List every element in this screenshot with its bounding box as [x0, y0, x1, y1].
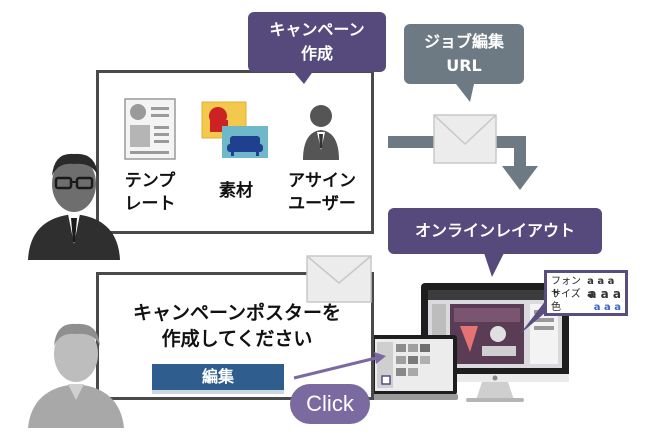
- campaign-callout: キャンペーン 作成: [248, 12, 386, 72]
- template-label-line1: テンプ: [124, 171, 176, 191]
- color-row-label: 色: [551, 302, 561, 313]
- request-message-line2: 作成してください: [161, 328, 313, 350]
- requester-avatar: [28, 323, 124, 428]
- size-row: サイズ a a a: [551, 288, 621, 301]
- job-edit-url-callout: ジョブ編集 URL: [404, 24, 524, 84]
- assets-icon: [201, 101, 268, 158]
- user-icon: [303, 105, 339, 160]
- envelope-icon-bottom: [306, 255, 372, 303]
- size-row-sample[interactable]: a a a: [588, 287, 621, 301]
- monitor-icon: [421, 283, 569, 402]
- assign-user-label: アサイン ユーザー: [280, 170, 364, 216]
- color-row-sample[interactable]: a a a: [593, 302, 621, 313]
- click-arrow: [293, 352, 386, 380]
- assign-user-label-line1: アサイン: [288, 171, 356, 191]
- template-label-line2: レート: [124, 194, 176, 214]
- font-row-label: フォント: [551, 276, 581, 300]
- template-icon: [124, 98, 176, 160]
- edit-button[interactable]: 編集: [152, 364, 284, 394]
- laptop-icon: [370, 335, 458, 400]
- color-row: 色 a a a: [551, 301, 621, 314]
- envelope-icon: [433, 114, 497, 164]
- online-layout-callout-tail: [484, 253, 504, 277]
- size-row-label: サイズ: [551, 289, 581, 300]
- font-row-sample[interactable]: a a a a: [587, 276, 615, 300]
- click-button[interactable]: Click: [290, 384, 370, 424]
- campaign-callout-tail: [292, 70, 314, 84]
- click-button-label: Click: [306, 391, 354, 416]
- assets-label: 素材: [206, 180, 266, 203]
- online-layout-callout-text: オンラインレイアウト: [414, 221, 575, 240]
- edit-button-label: 編集: [201, 367, 234, 386]
- font-settings-panel: フォント a a a a サイズ a a a 色 a a a: [544, 270, 628, 316]
- request-message: キャンペーンポスターを 作成してください: [108, 300, 366, 352]
- font-panel-pointer: [520, 300, 546, 334]
- assign-user-label-line2: ユーザー: [288, 194, 356, 214]
- flow-arrow: [388, 136, 538, 190]
- template-label: テンプ レート: [118, 170, 182, 216]
- campaign-callout-line1: キャンペーン: [269, 20, 365, 39]
- job-edit-callout-line1: ジョブ編集: [423, 32, 504, 51]
- campaign-callout-line2: 作成: [300, 44, 333, 63]
- job-edit-callout-line2: URL: [446, 56, 482, 75]
- font-row: フォント a a a a: [551, 275, 621, 300]
- online-layout-callout: オンラインレイアウト: [388, 208, 602, 254]
- job-edit-callout-tail: [456, 84, 474, 102]
- manager-avatar: [28, 153, 120, 260]
- assets-label-line1: 素材: [219, 181, 253, 201]
- request-message-line1: キャンペーンポスターを: [132, 302, 342, 324]
